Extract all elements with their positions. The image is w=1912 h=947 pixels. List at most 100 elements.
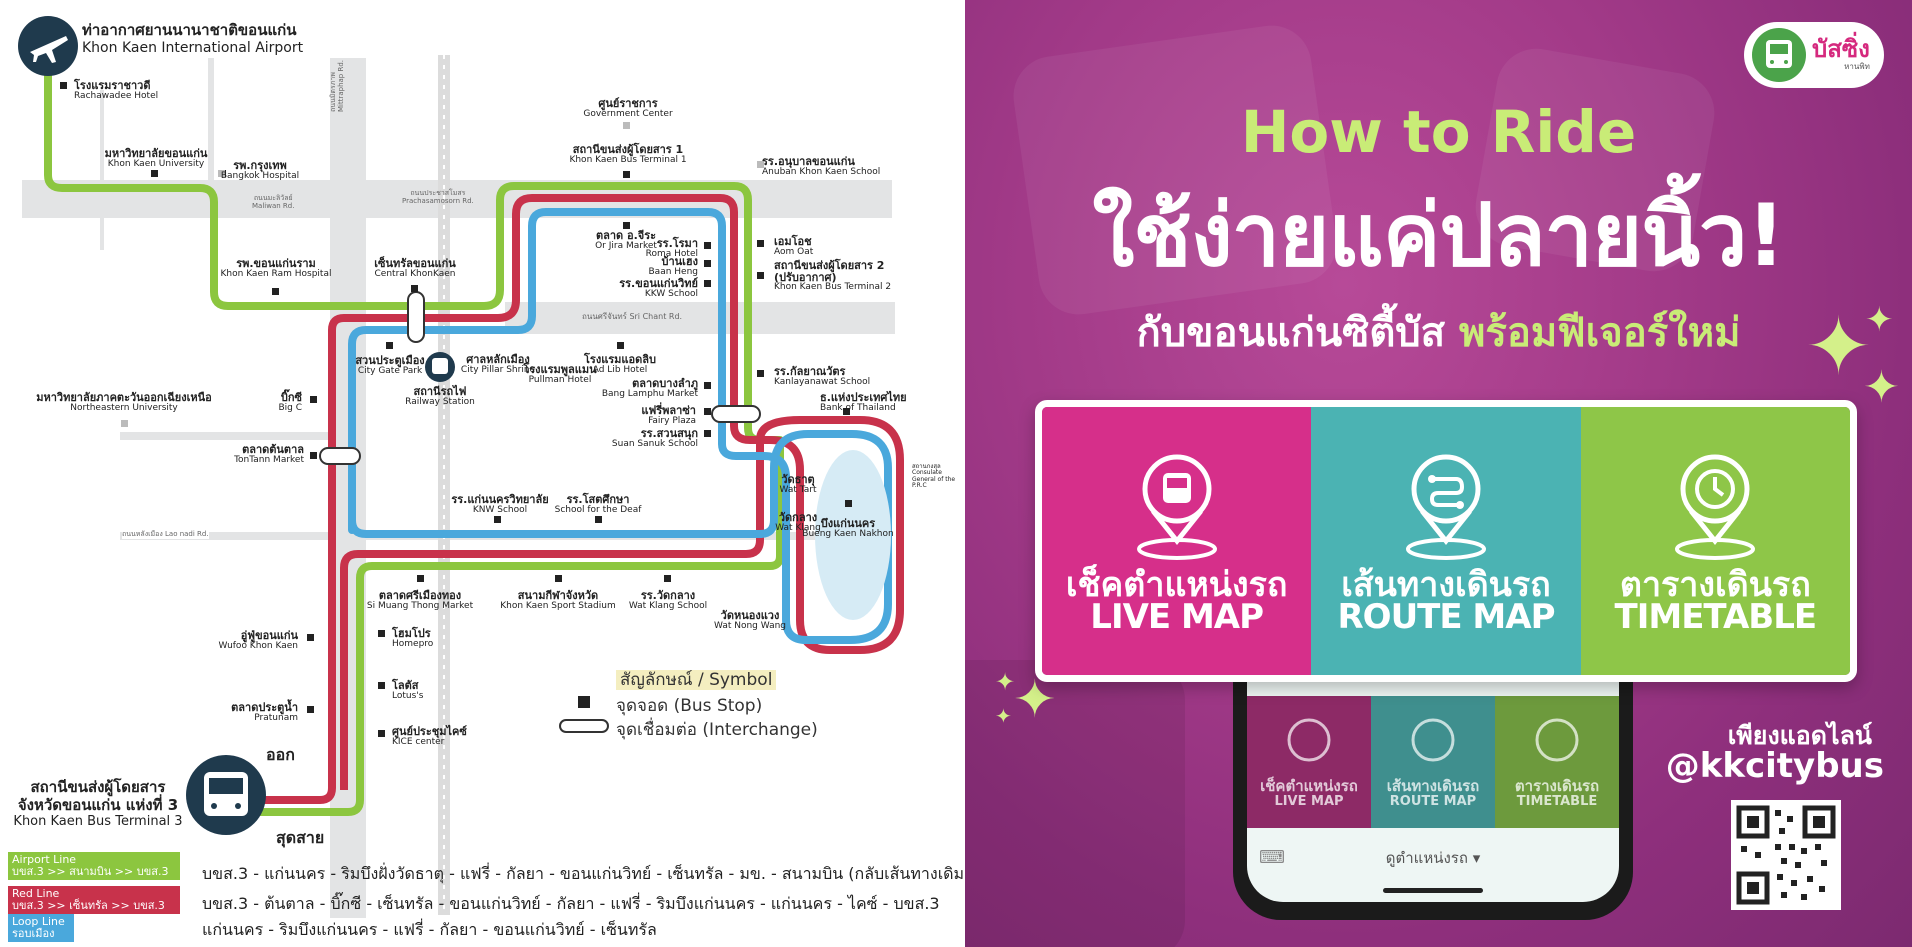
legend-airport-stops: บขส.3 - แก่นนคร - ริมบึงฝั่งวัดธาตุ - แฟ… [202,864,965,883]
feature-live-map-en[interactable]: LIVE MAP [1090,597,1264,637]
route-pin-icon [1405,454,1486,560]
feature-timetable-th[interactable]: ตารางเดินรถ [1619,565,1811,605]
bus-stop [310,452,317,459]
bus-stop [757,240,764,247]
legend-red-stops: บขส.3 - ต้นตาล - บิ๊กซี - เซ็นทรัล - ขอน… [202,894,940,913]
feature-route-map-en[interactable]: ROUTE MAP [1337,597,1555,637]
phone-bar-label[interactable]: ดูตำแหน่งรถ ▾ [1385,849,1481,867]
symbol-bus-stop [578,696,590,708]
subline: กับขอนแก่นซิตี้บัส พร้อมฟีเจอร์ใหม่ [965,300,1912,364]
place-label: โรงแรมราชาวดีRachawadee Hotel [74,79,159,101]
bus-stop [664,575,671,582]
bus-stop [617,342,624,349]
feature-live-map-th[interactable]: เช็คตำแหน่งรถ [1065,565,1288,605]
symbol-legend: สัญลักษณ์ / Symbol [616,666,777,693]
feature-timetable[interactable]: ตารางเดินรถ TIMETABLE [1580,407,1850,675]
bus-stop [623,171,630,178]
home-indicator [1383,888,1483,893]
clock-pin-icon [1675,454,1756,560]
phone-bottom-bar[interactable]: ⌨ ดูตำแหน่งรถ ▾ [1247,836,1619,880]
bus-stop [151,170,158,177]
feature-live-map[interactable]: เช็คตำแหน่งรถ LIVE MAP [1042,407,1312,675]
feature-route-map-th[interactable]: เส้นทางเดินรถ [1341,565,1551,605]
road-label: ถนนหลังเมือง Lao nadi Rd. [122,530,209,539]
bus-stop [272,288,279,295]
out-label: ออก [266,745,295,764]
place-label: วัดธาตุWat Tart [779,473,817,495]
interchange-fairy [711,405,761,423]
bus-stop [378,682,385,689]
end-label: สุดสาย [276,828,325,847]
qr-code-image [1736,805,1836,905]
how-to-ride-title: How to Ride [1240,98,1637,166]
bus-stop [307,706,314,713]
symbol-title: สัญลักษณ์ / Symbol [616,670,777,690]
feature-card: เช็คตำแหน่งรถ LIVE MAP เส้นทางเดินรถ ROU… [1035,400,1857,682]
sparkle-icon: ✦ [1863,362,1900,413]
place-label: บิ๊กซีBig C [278,391,302,413]
subline-highlight: พร้อมฟีเจอร์ใหม่ [1459,310,1741,356]
bus-stop [378,730,385,737]
place-label: ตลาดบางลำภูBang Lamphu Market [601,377,698,399]
subline-plain: กับขอนแก่นซิตี้บัส [1136,310,1446,356]
bus-stop [378,630,385,637]
feature-timetable-en[interactable]: TIMETABLE [1614,597,1818,637]
srichant-road [505,302,895,334]
qr-code[interactable] [1731,800,1841,910]
bus-stop [417,575,424,582]
sparkle-icon: ✦ [1805,300,1873,393]
keyboard-icon[interactable]: ⌨ [1259,847,1285,868]
bus-pin-icon [1136,454,1217,560]
airport-name-th: ท่าอากาศยานนานาชาติขอนแก่น [82,21,297,39]
interchange-central [407,291,425,343]
interchange-tontann [319,447,361,465]
bus-stop [757,370,764,377]
loop-line [348,208,892,644]
bus-stop [845,500,852,507]
bueng-kaen-nakhon-lake [815,450,891,620]
brand-sub: หานพิท [1844,61,1870,71]
sparkle-icon: ✦ [995,668,1016,696]
airport-line [44,62,784,816]
place-label: ศูนย์ประชุมไคซ์KICE center [392,725,467,747]
line-handle[interactable]: @kkcitybus [1665,746,1884,786]
bus-stop [595,516,602,523]
feature-route-map[interactable]: เส้นทางเดินรถ ROUTE MAP [1311,407,1581,675]
road-label: ถนนมะลิวัลย์Maliwan Rd. [252,194,295,210]
bus-stop [704,242,711,249]
airport-name-en: Khon Kaen International Airport [82,39,304,56]
railway-track [438,55,450,915]
bg-decor [965,660,1185,947]
